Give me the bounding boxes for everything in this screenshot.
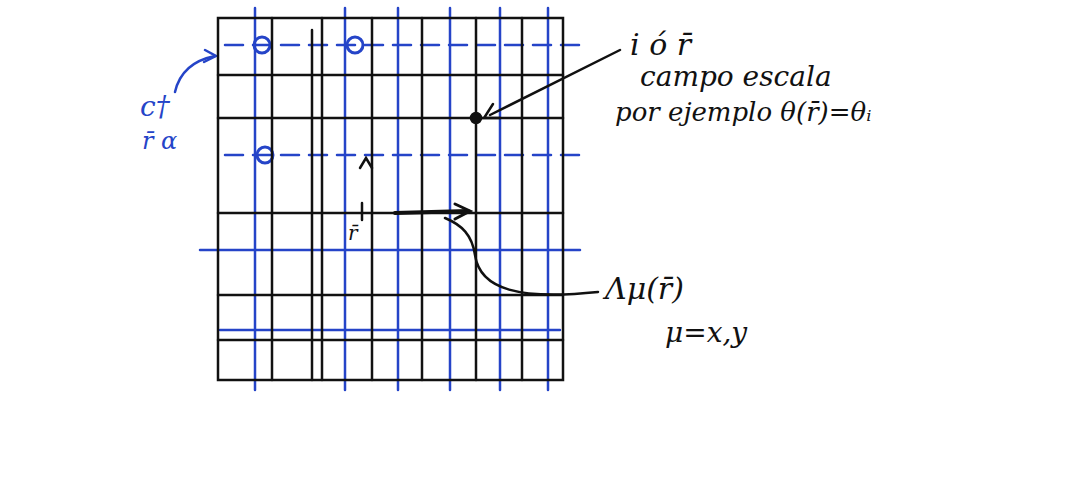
annotation-label: r̄ bbox=[348, 222, 358, 244]
annotation-label: μ=x,y bbox=[665, 318, 747, 349]
annotation-label: r̄ α bbox=[142, 128, 177, 154]
direct-lattice bbox=[218, 18, 620, 380]
annotation-label: i ó r̄ bbox=[630, 28, 691, 61]
annotation-label: campo escala bbox=[640, 62, 832, 93]
annotation-label: por ejemplo θ(r̄)=θᵢ bbox=[615, 98, 871, 127]
dual-lattice bbox=[175, 8, 580, 390]
annotation-label: c† bbox=[140, 92, 170, 123]
annotation-label: Λμ(r̄) bbox=[605, 272, 684, 305]
